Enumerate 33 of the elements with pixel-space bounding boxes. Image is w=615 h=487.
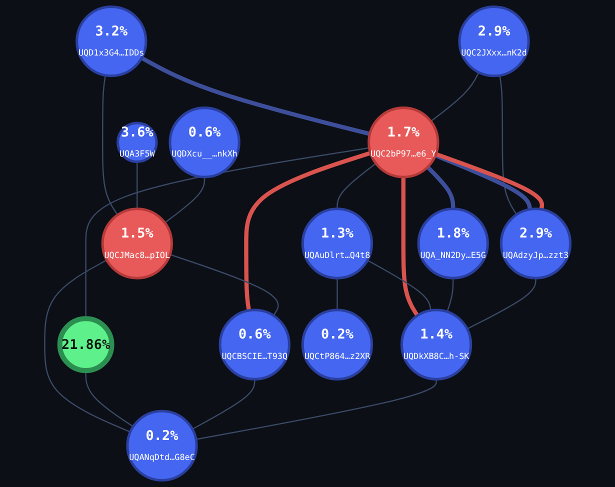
node-circle: 1.7% UQC2bP97…e6_Y	[368, 106, 440, 178]
connector	[336, 278, 338, 310]
connector	[85, 370, 134, 428]
node-circle: 0.6% UQDXcu__…nkXh	[168, 106, 240, 178]
connector	[401, 176, 420, 317]
connector	[426, 166, 456, 209]
connector	[466, 278, 536, 330]
node-circle: 0.6% UQCBSCIE…T93Q	[218, 308, 290, 380]
connector	[336, 162, 376, 209]
connector	[367, 260, 432, 311]
connector	[170, 254, 279, 316]
node-circle: 3.2% UQD1x3G4…IDDs	[76, 5, 148, 78]
node-circle: 1.8% UQA_NN2Dy…E5G	[417, 208, 489, 280]
connector	[136, 162, 138, 209]
connector	[244, 150, 372, 311]
connector	[192, 379, 256, 430]
node-circle: 0.2% UQANqDtd…G8eC	[126, 410, 198, 482]
node-circle: 1.5% UQCJMac8…pIOL	[101, 208, 173, 280]
connector	[196, 379, 437, 440]
connector	[430, 72, 480, 122]
node-circle: 2.9% UQC2JXxx…nK2d	[458, 5, 530, 78]
node-circle: 3.6% UQA3F5W	[116, 122, 158, 164]
node-circle: 2.9% UQAdzyJp…zzt3	[500, 208, 572, 280]
node-circle: 1.4% UQDkXB8C…h-SK	[400, 308, 472, 380]
node-circle: 21.86%	[57, 316, 114, 374]
connector	[446, 278, 454, 312]
connector	[44, 260, 130, 433]
connector	[102, 75, 118, 216]
connector	[140, 56, 370, 136]
connector	[164, 176, 206, 224]
node-circle: 0.2% UQCtP864…z2XR	[301, 308, 374, 380]
connector	[499, 75, 518, 215]
node-circle: 1.3% UQAuDlrt…Q4t8	[301, 208, 374, 280]
